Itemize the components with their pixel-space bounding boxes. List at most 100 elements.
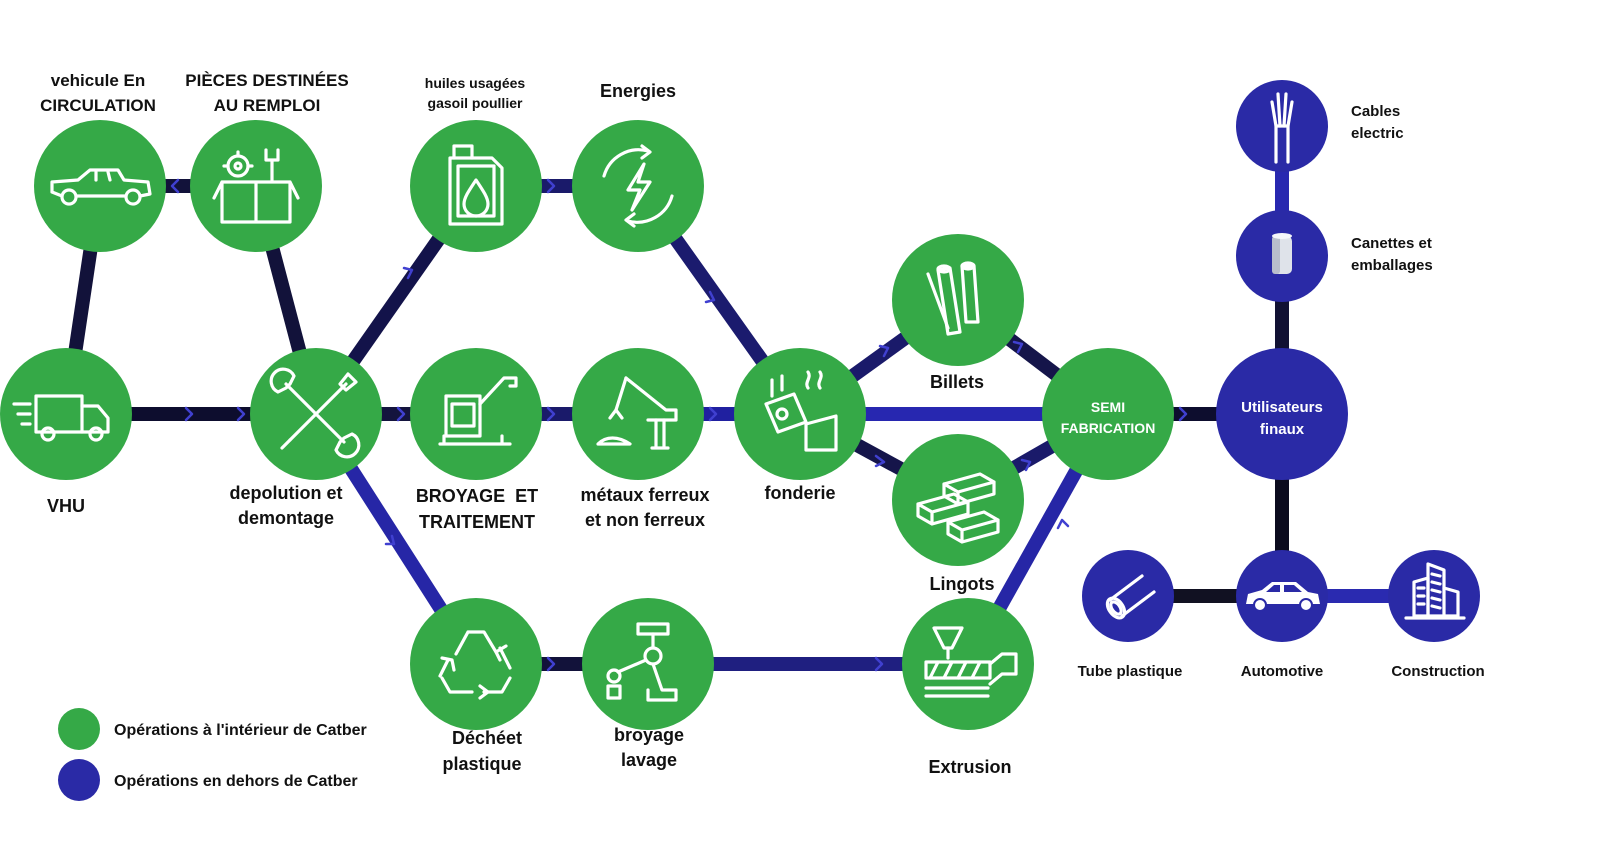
label-metaux-2: et non ferreux <box>585 510 705 530</box>
oil-can-icon <box>448 144 504 226</box>
node-depolution <box>250 348 382 480</box>
chevron-mark <box>236 406 246 422</box>
node-dechet-circle <box>410 598 542 730</box>
energy-cycle-icon <box>602 144 674 228</box>
node-billets-circle <box>892 234 1024 366</box>
label-canettes-2: emballages <box>1351 257 1433 274</box>
node-huiles-circle <box>410 120 542 252</box>
node-tube-circle <box>1082 550 1174 642</box>
node-cables <box>1236 80 1328 172</box>
pickup-truck-icon <box>50 168 152 206</box>
label-broyage-2: TRAITEMENT <box>419 512 535 532</box>
label-vhu: VHU <box>47 496 85 516</box>
chevron-mark <box>402 266 414 280</box>
label-billets: Billets <box>930 372 984 392</box>
node-energies-circle <box>572 120 704 252</box>
legend-outside-swatch <box>58 759 100 801</box>
label-pieces-2: AU REMPLOI <box>214 96 321 115</box>
node-construction <box>1388 550 1480 642</box>
delivery-truck-icon <box>12 394 110 442</box>
label-pieces-1: PIÈCES DESTINÉES <box>185 71 348 90</box>
node-energies <box>572 120 704 252</box>
chevron-mark <box>1020 458 1032 472</box>
node-broyage-lavage <box>582 598 714 730</box>
scrap-crane-icon <box>596 376 678 450</box>
node-semi: SEMI FABRICATION <box>1042 348 1174 480</box>
label-energies: Energies <box>600 81 676 101</box>
label-cables-2: electric <box>1351 125 1404 142</box>
chevron-mark <box>184 406 194 422</box>
legend-inside-label: Opérations à l'intérieur de Catber <box>114 722 367 739</box>
chevron-mark <box>874 656 884 672</box>
recycle-icon <box>438 630 512 700</box>
label-broyage-lavage-1: broyage <box>614 725 684 745</box>
toolbox-icon <box>212 148 300 224</box>
label-broyage-1: BROYAGE ET <box>416 486 538 506</box>
node-fonderie <box>734 348 866 480</box>
flow-chevrons <box>170 178 1188 672</box>
node-metaux-circle <box>572 348 704 480</box>
node-semi-label-1: SEMI <box>1091 399 1125 415</box>
node-canettes <box>1236 210 1328 302</box>
node-huiles <box>410 120 542 252</box>
chevron-mark <box>708 406 718 422</box>
wrench-screwdriver-icon <box>269 367 361 459</box>
node-tube <box>1082 550 1174 642</box>
node-construction-circle <box>1388 550 1480 642</box>
label-dechet-1: Déchéet <box>452 728 522 748</box>
node-utilisateurs-label-1: Utilisateurs <box>1241 399 1323 416</box>
robot-arm-icon <box>606 622 678 702</box>
chevron-mark <box>170 178 180 194</box>
node-metaux <box>572 348 704 480</box>
buildings-icon <box>1404 562 1466 620</box>
pipe-icon <box>1105 574 1156 620</box>
label-construction: Construction <box>1391 663 1484 680</box>
node-automotive <box>1236 550 1328 642</box>
node-broyage-circle <box>410 348 542 480</box>
shredder-machine-icon <box>438 376 518 446</box>
node-vehicule-circle <box>34 120 166 252</box>
legend-outside-label: Opérations en dehors de Catber <box>114 773 358 790</box>
chevron-mark <box>1012 340 1024 354</box>
label-fonderie: fonderie <box>764 483 835 503</box>
label-extrusion: Extrusion <box>928 757 1011 777</box>
billets-icon <box>926 261 980 336</box>
chevron-mark <box>704 290 716 304</box>
node-extrusion <box>902 598 1034 730</box>
node-pieces <box>190 120 322 252</box>
cable-icon <box>1270 92 1294 164</box>
ingots-icon <box>916 472 1000 544</box>
node-extrusion-circle <box>902 598 1034 730</box>
chevron-mark <box>384 534 396 546</box>
foundry-ladle-icon <box>764 370 838 452</box>
label-huiles-2: gasoil poullier <box>428 95 523 111</box>
can-icon <box>1272 233 1292 274</box>
legend-inside-swatch <box>58 708 100 750</box>
labels: vehicule En CIRCULATION PIÈCES DESTINÉES… <box>40 71 1485 777</box>
chevron-mark <box>878 344 890 358</box>
label-depolution-2: demontage <box>238 508 334 528</box>
node-billets <box>892 234 1024 366</box>
label-broyage-lavage-2: lavage <box>621 750 677 770</box>
node-broyage <box>410 348 542 480</box>
legend: Opérations à l'intérieur de Catber Opéra… <box>58 708 367 801</box>
label-automotive: Automotive <box>1241 663 1324 680</box>
chevron-mark <box>1056 518 1070 530</box>
chevron-mark <box>874 454 886 468</box>
node-vehicule <box>34 120 166 252</box>
node-semi-label-2: FABRICATION <box>1061 420 1156 436</box>
chevron-mark <box>546 656 556 672</box>
node-vhu <box>0 348 132 480</box>
label-cables-1: Cables <box>1351 103 1400 120</box>
node-semi-circle <box>1042 348 1174 480</box>
label-vehicule-1: vehicule En <box>51 71 145 90</box>
node-vhu-circle <box>0 348 132 480</box>
label-metaux-1: métaux ferreux <box>580 485 709 505</box>
car-icon <box>1246 582 1320 612</box>
node-utilisateurs-circle <box>1216 348 1348 480</box>
node-fonderie-circle <box>734 348 866 480</box>
label-tube: Tube plastique <box>1078 663 1183 680</box>
label-dechet-2: plastique <box>442 754 521 774</box>
chevron-mark <box>546 178 556 194</box>
